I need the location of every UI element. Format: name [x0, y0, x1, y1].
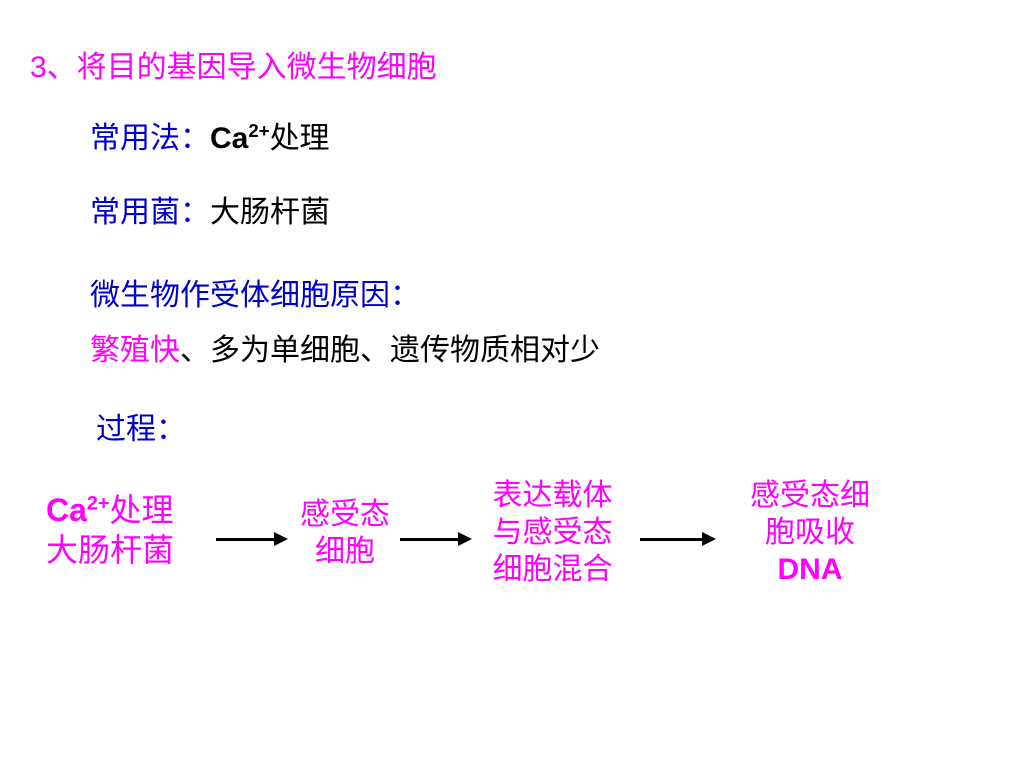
heading-number: 3	[30, 51, 47, 84]
step-3-line-2: 与感受态	[492, 515, 613, 550]
step-2-line-2: 细胞	[315, 534, 375, 569]
arrow-1-shaft	[216, 538, 278, 541]
arrow-1	[216, 532, 288, 546]
bacterium-label: 常用菌：	[90, 195, 210, 230]
step-1-line-2: 大肠杆菌	[46, 531, 175, 569]
reason-label: 微生物作受体细胞原因：	[90, 278, 420, 313]
arrow-2-shaft	[400, 538, 462, 541]
step-1-charge: 2+	[86, 492, 110, 515]
process-step-3: 表达载体 与感受态 细胞混合	[470, 477, 635, 588]
slide-heading: 3、将目的基因导入微生物细胞	[30, 50, 437, 86]
arrow-1-head	[274, 532, 288, 546]
step-4-line-2: 胞吸收	[765, 515, 855, 550]
method-ion: Ca	[210, 122, 249, 155]
step-1-line-1: Ca2+处理	[46, 490, 216, 530]
step-4-line-3: DNA	[777, 553, 843, 586]
arrow-2-head	[458, 532, 472, 546]
method-line: 常用法：Ca2+处理	[90, 121, 330, 157]
step-2-line-1: 感受态	[300, 497, 390, 532]
method-charge: 2+	[248, 120, 270, 141]
process-step-4: 感受态细 胞吸收 DNA	[725, 477, 895, 588]
method-suffix: 处理	[269, 121, 330, 156]
arrow-2	[400, 532, 472, 546]
step-3-line-1: 表达载体	[492, 478, 613, 513]
process-step-2: 感受态 细胞	[280, 496, 410, 570]
process-label: 过程：	[96, 412, 186, 447]
reason-line: 繁殖快、多为单细胞、遗传物质相对少	[90, 333, 600, 369]
step-1-suffix: 处理	[109, 491, 174, 529]
reason-rest: 、多为单细胞、遗传物质相对少	[180, 333, 600, 368]
step-1-ion: Ca	[46, 492, 87, 528]
process-step-1: Ca2+处理 大肠杆菌	[46, 490, 216, 570]
step-3-line-3: 细胞混合	[492, 552, 613, 587]
bacterium-line: 常用菌：大肠杆菌	[90, 195, 330, 231]
method-label: 常用法：	[90, 121, 210, 156]
reason-highlight: 繁殖快	[90, 333, 180, 368]
arrow-3-shaft	[640, 538, 706, 541]
bacterium-value: 大肠杆菌	[210, 195, 330, 230]
heading-text: 、将目的基因导入微生物细胞	[46, 50, 437, 85]
arrow-3-head	[702, 532, 716, 546]
step-4-line-1: 感受态细	[750, 478, 870, 513]
arrow-3	[640, 532, 716, 546]
